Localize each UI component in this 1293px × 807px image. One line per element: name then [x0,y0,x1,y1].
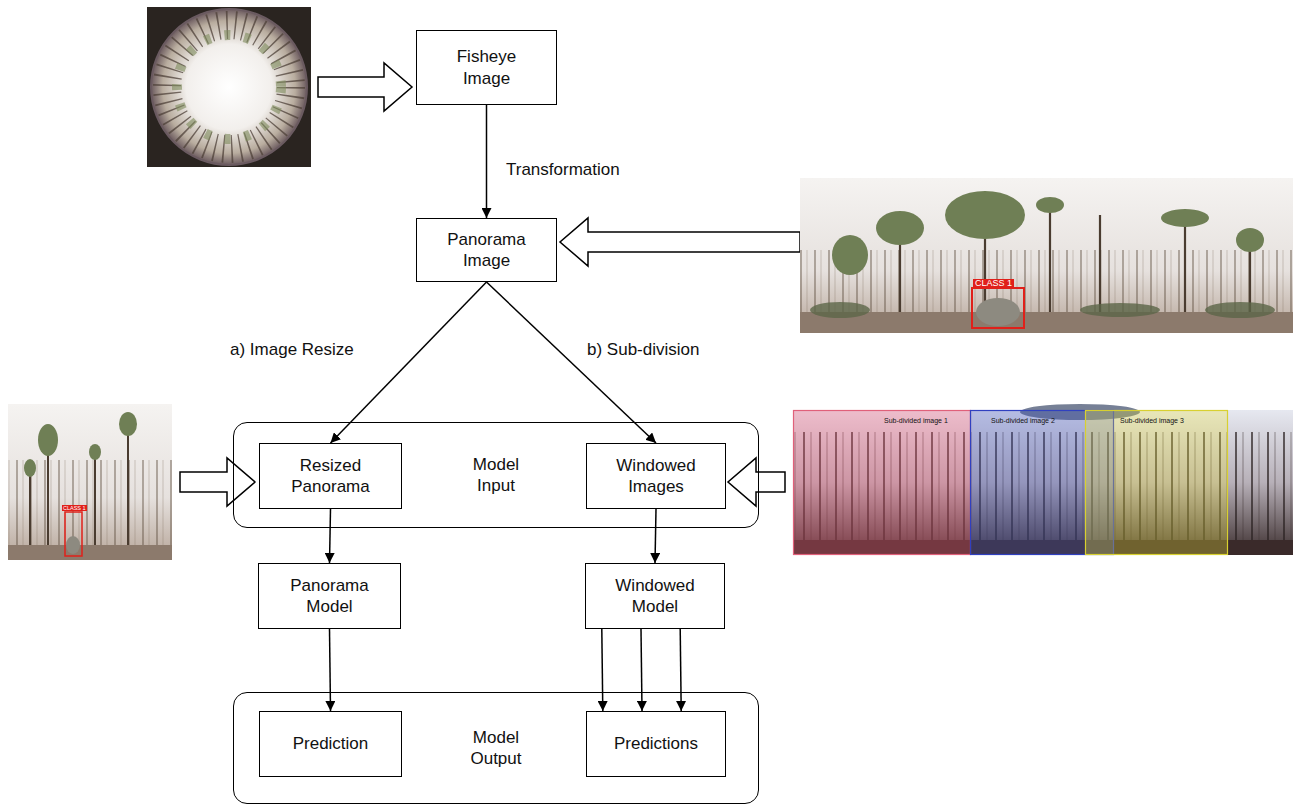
process-box: Panorama Image [416,218,557,282]
panorama-photo [800,178,1293,333]
rock [66,536,80,554]
process-box: Prediction [259,711,402,777]
connector-arrow [680,629,681,711]
resized-ground [8,545,172,560]
box-label: Predictions [614,733,698,754]
connector-arrow [486,105,488,218]
resized-trunks [8,460,172,548]
window-1 [794,411,971,555]
box-label: Fisheye Image [437,46,537,89]
box-label: Resized Panorama [281,455,381,498]
resized-tall-trees [30,424,128,548]
process-box: Panorama Model [258,563,401,629]
connector-arrow [487,282,657,443]
box-label: Windowed Model [605,575,705,618]
connector-arrow [641,629,642,711]
connector-arrow [655,509,656,563]
bounding-box [972,288,1024,328]
panorama-shrubs [810,302,1275,318]
box-label: Panorama Image [437,229,537,272]
edge-label: a) Image Resize [228,340,356,360]
group-label: Model Input [465,454,527,497]
connector-arrow [331,282,487,443]
process-box: Resized Panorama [259,443,402,509]
edge-label: Transformation [504,160,622,180]
image-tag: Sub-divided image 3 [1120,417,1184,425]
group-container: Model Input Resized Panorama Windowed Imag… [233,422,759,528]
hollow-arrow [318,63,412,111]
image-tag: CLASS 1 [62,505,87,511]
fisheye-trees [167,25,291,149]
connector-arrow [602,629,603,711]
group-container: Model Output Prediction Predictions [233,692,759,804]
hollow-arrow [180,458,255,506]
connector-arrow [330,629,331,711]
process-box: Windowed Images [586,443,726,509]
edge-label: b) Sub-division [585,340,701,360]
connector-arrow [330,509,331,563]
resized-canopies [24,412,137,477]
hollow-arrow [728,458,785,506]
image-tag: CLASS 1 [973,279,1014,289]
windowed-photo [793,410,1293,555]
process-box: Predictions [586,711,726,777]
hollow-arrow [560,218,800,266]
fisheye-photo [147,7,311,167]
panorama-canopies [832,191,1264,275]
image-tag: Sub-divided image 1 [884,417,948,425]
box-label: Panorama Model [280,575,380,618]
rock [976,298,1020,326]
process-box: Windowed Model [585,563,725,629]
window-3 [1086,411,1228,555]
resized-photo [8,404,172,560]
fisheye-canopy [177,35,281,139]
group-label: Model Output [465,727,527,770]
fisheye-lens [151,9,307,165]
box-label: Prediction [293,733,369,754]
bounding-box [65,512,82,556]
image-tag: Sub-divided image 2 [991,417,1055,425]
box-label: Windowed Images [606,455,706,498]
process-box: Fisheye Image [416,30,557,105]
